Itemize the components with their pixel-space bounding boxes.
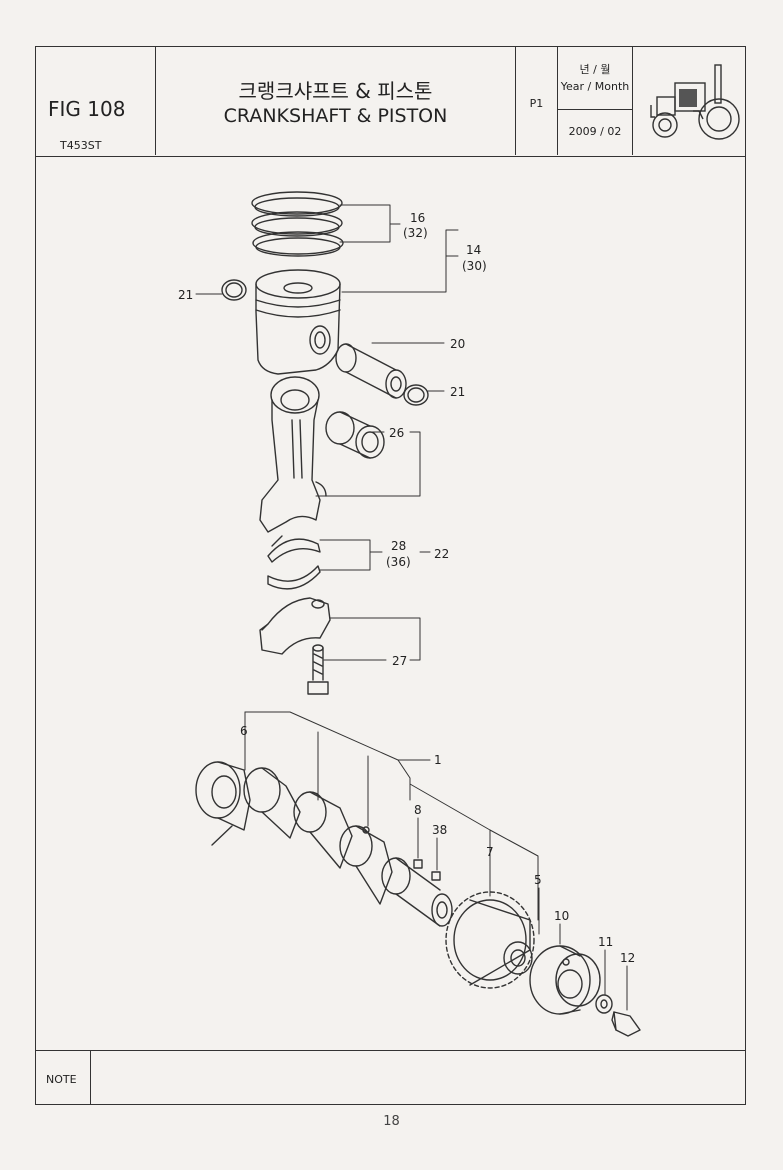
callout-7: 7: [486, 845, 494, 859]
note-label: NOTE: [46, 1073, 77, 1086]
header-table: FIG 108 T453ST 크랭크샤프트 & 피스톤 CRANKSHAFT &…: [35, 46, 746, 157]
note-row: NOTE: [35, 1050, 746, 1105]
date-cell: 년 / 월 Year / Month 2009 / 02: [558, 47, 633, 155]
tractor-cell: [633, 47, 743, 155]
callout-20: 20: [450, 337, 465, 351]
callout-1: 1: [434, 753, 442, 767]
tractor-icon: [650, 64, 740, 140]
piston: [255, 269, 341, 375]
callout-11: 11: [598, 935, 613, 949]
callout-26: 26: [389, 426, 404, 440]
callout-5: 5: [534, 873, 542, 887]
note-cell: NOTE: [35, 1051, 91, 1104]
crank-gear: [445, 891, 535, 989]
pulley-bolt: [611, 1011, 641, 1037]
callout-8: 8: [414, 803, 422, 817]
piston-pin: [335, 343, 407, 399]
fig-cell: FIG 108 T453ST: [36, 47, 156, 155]
callout-30: (30): [462, 259, 487, 273]
crankshaft: [195, 761, 453, 927]
year-month-korean: 년 / 월: [579, 63, 611, 76]
bearing-shell-lower: [267, 565, 321, 590]
callout-28: 28: [391, 539, 406, 553]
washer: [595, 994, 613, 1014]
callout-22: 22: [434, 547, 449, 561]
callout-14: 14: [466, 243, 481, 257]
leader-lines: [195, 204, 628, 1011]
figure-number: FIG 108: [48, 97, 126, 121]
page-number: 18: [383, 1114, 400, 1129]
callout-10: 10: [554, 909, 569, 923]
connecting-rod: [259, 376, 327, 533]
title-cell: 크랭크샤프트 & 피스톤 CRANKSHAFT & PISTON: [156, 47, 516, 155]
callout-6: 6: [240, 724, 248, 738]
date-value: 2009 / 02: [568, 125, 622, 138]
year-month-english: Year / Month: [560, 80, 630, 93]
key-8: [413, 859, 423, 869]
callout-21-left: 21: [178, 288, 193, 302]
rod-cap: [259, 597, 331, 655]
page-cell: P1: [516, 47, 558, 155]
crank-pulley: [529, 945, 601, 1015]
bearing-shell-upper: [267, 535, 321, 563]
snap-ring-right: [403, 384, 429, 406]
piston-rings: [251, 191, 344, 257]
callout-32: (32): [403, 226, 428, 240]
rod-bolt: [307, 644, 329, 695]
title-korean: 크랭크샤프트 & 피스톤: [238, 79, 433, 103]
callout-27: 27: [392, 654, 407, 668]
bushing: [325, 411, 385, 459]
key-38: [431, 871, 441, 881]
snap-ring-left: [221, 279, 247, 301]
callout-16: 16: [410, 211, 425, 225]
callout-12: 12: [620, 951, 635, 965]
title-english: CRANKSHAFT & PISTON: [223, 105, 448, 127]
callout-36: (36): [386, 555, 411, 569]
date-divider: [558, 109, 632, 110]
model-code: T453ST: [60, 139, 102, 152]
callout-21-right: 21: [450, 385, 465, 399]
page-code: P1: [529, 97, 544, 110]
callout-38: 38: [432, 823, 447, 837]
